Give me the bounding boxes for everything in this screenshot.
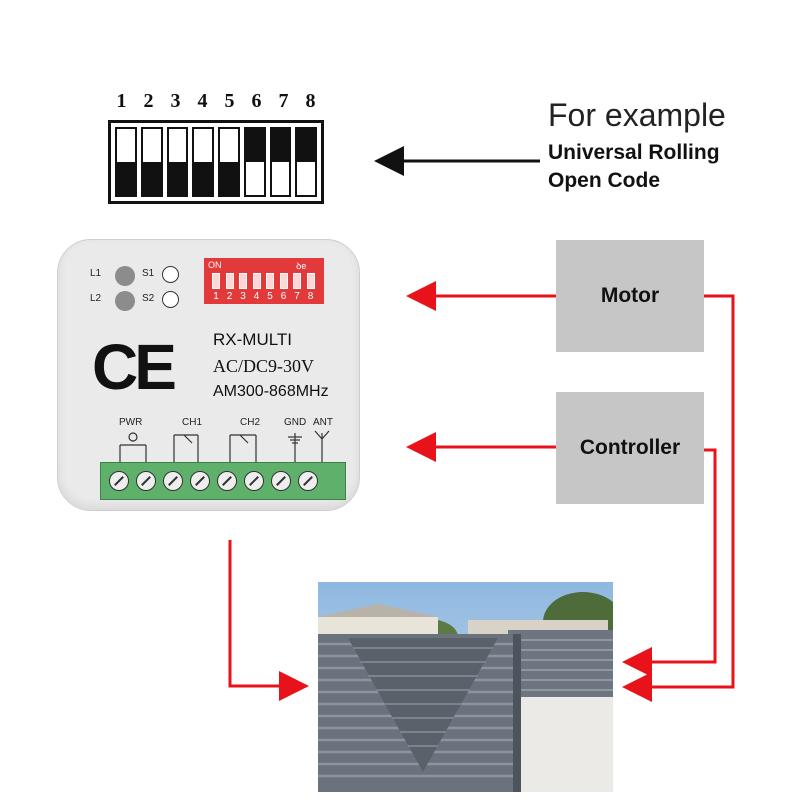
ch1-label: CH1 bbox=[182, 417, 203, 428]
voltage-spec: AC/DC9-30V bbox=[213, 356, 315, 376]
receiver-dip-lever bbox=[293, 273, 301, 289]
receiver-dip-lever bbox=[279, 273, 288, 289]
l1-label: L1 bbox=[90, 268, 102, 279]
dip-switch-6 bbox=[243, 127, 266, 197]
dip-switch-7 bbox=[269, 127, 292, 197]
dip-number: 7 bbox=[278, 90, 289, 112]
dip-switch-diagram bbox=[108, 120, 324, 204]
l2-led-icon bbox=[115, 291, 135, 311]
dip-switch-5 bbox=[218, 127, 240, 197]
dip-number: 5 bbox=[224, 90, 235, 112]
ce-mark: CE bbox=[92, 331, 177, 403]
screw-terminal-icon bbox=[244, 471, 264, 491]
receiver-dip-lever bbox=[266, 273, 274, 289]
receiver-dip-lever bbox=[239, 273, 247, 289]
l1-led-icon bbox=[115, 266, 135, 286]
dip-number: 3 bbox=[170, 90, 181, 112]
model-name: RX-MULTI bbox=[213, 330, 293, 349]
dip-number: 8 bbox=[305, 90, 316, 112]
receiver-dip-lever bbox=[212, 273, 220, 289]
motor-gate-arrow-icon bbox=[622, 294, 735, 702]
receiver-dip-number: 6 bbox=[280, 291, 287, 302]
screw-terminal-icon bbox=[217, 471, 237, 491]
dip-switch-3 bbox=[166, 127, 189, 197]
receiver-dip-number: 8 bbox=[307, 291, 314, 302]
s2-button-icon bbox=[162, 291, 179, 308]
screw-terminal-icon bbox=[163, 471, 183, 491]
dip-switch-numbers: 1 2 3 4 5 6 7 8 bbox=[108, 90, 324, 112]
example-line-1: Universal Rolling bbox=[548, 141, 720, 164]
receiver-dip-number: 4 bbox=[253, 291, 260, 302]
controller-box: Controller bbox=[556, 392, 704, 504]
dip-number: 4 bbox=[197, 90, 208, 112]
dip-on-label: ON bbox=[208, 260, 222, 270]
receiver-dip-number: 7 bbox=[294, 291, 300, 302]
receiver-dip-number: 3 bbox=[240, 291, 246, 302]
example-title: For example bbox=[548, 97, 726, 133]
wiring-schematic-icon bbox=[119, 430, 330, 463]
receiver-dip-number: 1 bbox=[213, 291, 219, 302]
dip-switch-2 bbox=[140, 127, 163, 197]
dip-number: 2 bbox=[143, 90, 154, 112]
ant-label: ANT bbox=[313, 417, 333, 428]
screw-terminal-icon bbox=[190, 471, 210, 491]
motor-label: Motor bbox=[600, 284, 660, 307]
s2-label: S2 bbox=[142, 293, 155, 304]
dip-switch-4 bbox=[192, 127, 214, 197]
receiver-dip-lever bbox=[225, 273, 234, 289]
controller-label: Controller bbox=[579, 436, 681, 459]
receiver-dip-number: 5 bbox=[267, 291, 273, 302]
screw-terminal-icon bbox=[271, 471, 291, 491]
frequency-spec: AM300-868MHz bbox=[213, 383, 329, 400]
controller-gate-arrow-icon bbox=[622, 448, 717, 677]
screw-terminal-icon bbox=[298, 471, 318, 491]
ch2-label: CH2 bbox=[240, 417, 261, 428]
l2-label: L2 bbox=[90, 293, 102, 304]
receiver-gate-arrow-icon bbox=[228, 540, 309, 701]
motor-box: Motor bbox=[556, 240, 704, 352]
receiver-dip-number: 2 bbox=[226, 291, 233, 302]
dip-number: 1 bbox=[116, 90, 127, 112]
pwr-label: PWR bbox=[119, 417, 143, 428]
gnd-label: GND bbox=[284, 417, 307, 428]
gate-photo bbox=[318, 582, 613, 792]
dip-number: 6 bbox=[251, 90, 262, 112]
receiver-dip-lever bbox=[252, 273, 261, 289]
dip-mark-label: ꝺe bbox=[296, 261, 307, 271]
dip-switch-1 bbox=[115, 127, 137, 197]
dip-switch-8 bbox=[295, 127, 317, 197]
screw-terminal-icon bbox=[136, 471, 156, 491]
example-line-2: Open Code bbox=[548, 169, 661, 192]
screw-terminal-icon bbox=[109, 471, 129, 491]
receiver-dip-lever bbox=[306, 273, 315, 289]
terminal-block bbox=[100, 462, 346, 500]
s1-label: S1 bbox=[142, 268, 155, 279]
s1-button-icon bbox=[162, 266, 179, 283]
